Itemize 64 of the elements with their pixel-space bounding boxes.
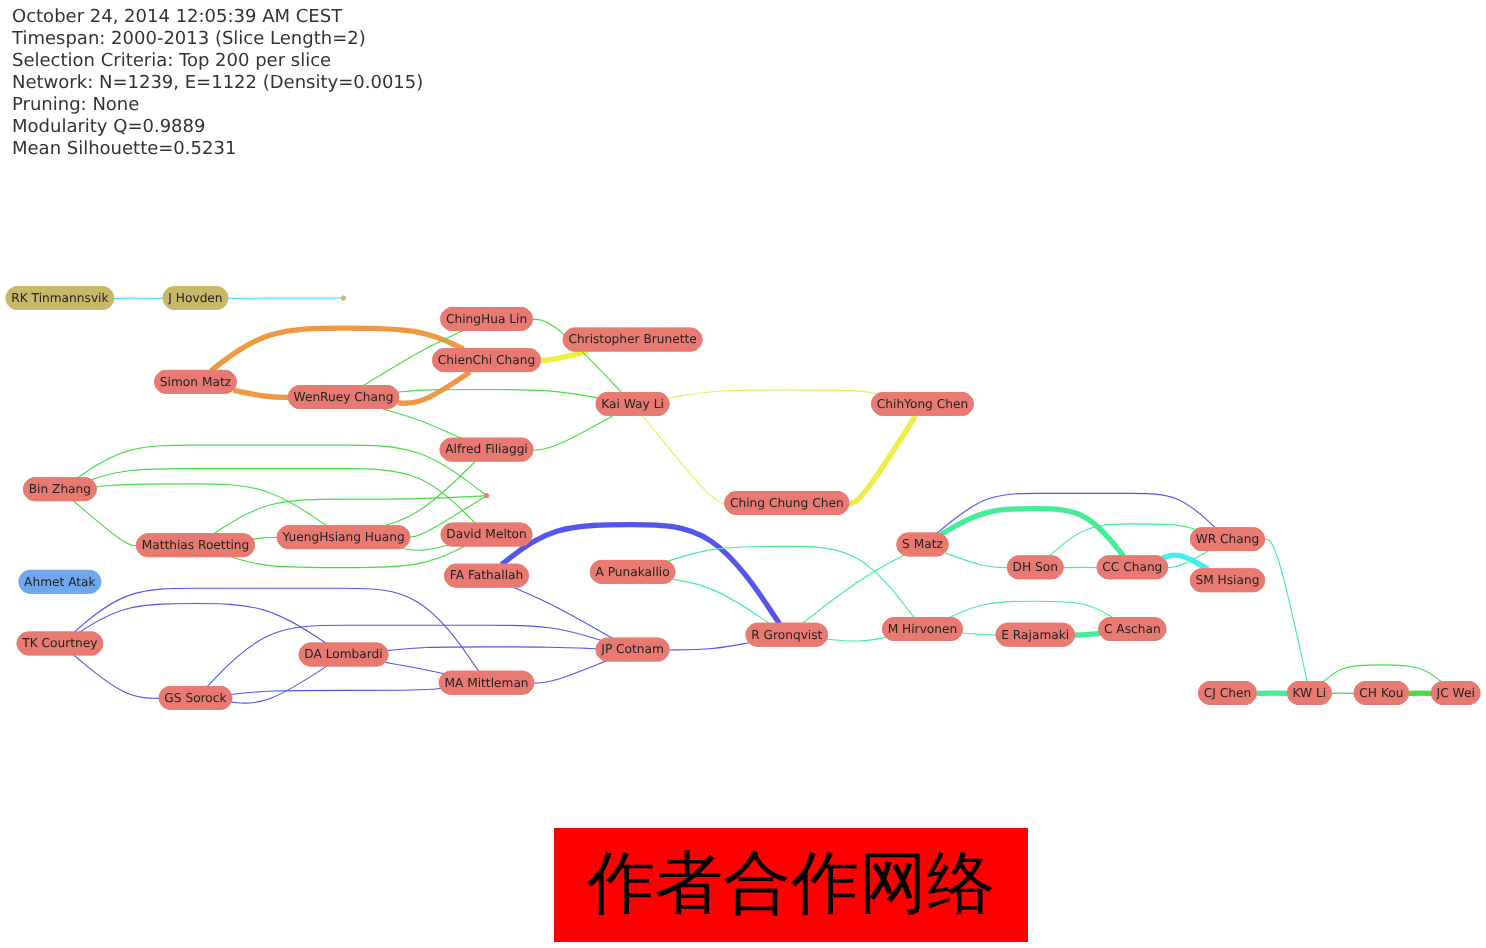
connector (212, 495, 485, 535)
connector (936, 492, 1217, 534)
connector (397, 388, 599, 399)
connector (76, 444, 486, 495)
connector (382, 408, 463, 440)
connector (409, 496, 486, 538)
connector (667, 389, 879, 399)
connector (939, 506, 1126, 558)
connector (95, 483, 328, 527)
connector (532, 415, 614, 451)
connector (113, 297, 165, 299)
info-text: Network: N=1239, E=1122 (Density=0.0015) (12, 74, 424, 96)
connector (73, 587, 480, 673)
connector (1161, 552, 1210, 572)
connector (666, 545, 915, 619)
connector (848, 414, 918, 506)
connector (1322, 664, 1443, 683)
connector (1167, 550, 1209, 569)
node-circle (340, 295, 347, 301)
connector (801, 554, 905, 625)
connector (672, 578, 771, 625)
connector (1062, 566, 1099, 569)
connector (252, 536, 279, 540)
connector (384, 661, 445, 675)
info-text: Mean Silhouette=0.5231 (12, 140, 239, 162)
connector (826, 636, 887, 642)
connector (227, 297, 342, 299)
connector (1256, 690, 1289, 697)
connector (1073, 630, 1101, 638)
connector (230, 687, 442, 696)
info-text: Pruning: None (12, 96, 142, 118)
info-text: Modularity Q=0.9889 (12, 118, 208, 140)
connector (668, 642, 750, 651)
connector (230, 665, 328, 704)
connector (209, 325, 465, 373)
connector (232, 387, 289, 401)
connector (401, 544, 449, 551)
connector (362, 330, 464, 387)
title-banner: 作者合作网络 (554, 828, 1028, 942)
connector (499, 522, 782, 626)
connector (1331, 692, 1356, 694)
info-text: October 24, 2014 12:05:39 AM CEST (12, 8, 345, 30)
info-text: Selection Criteria: Top 200 per slice (12, 52, 334, 74)
connector (78, 602, 328, 645)
connector (961, 632, 998, 636)
info-text: Timespan: 2000-2013 (Slice Length=2) (12, 30, 368, 52)
connector (206, 624, 603, 688)
node-circle (483, 493, 490, 499)
connector (90, 468, 477, 525)
connector (539, 348, 589, 364)
connector (1408, 690, 1433, 697)
connector (73, 500, 138, 547)
connector (641, 415, 726, 504)
connector (397, 369, 472, 406)
connector (533, 660, 607, 684)
connector (1048, 523, 1198, 557)
connector (73, 654, 161, 699)
connector (1264, 538, 1308, 683)
connector (513, 586, 614, 640)
connector (944, 552, 1009, 569)
connector (947, 600, 1115, 619)
connector (231, 545, 465, 569)
connector (386, 646, 598, 652)
connector (382, 460, 476, 527)
